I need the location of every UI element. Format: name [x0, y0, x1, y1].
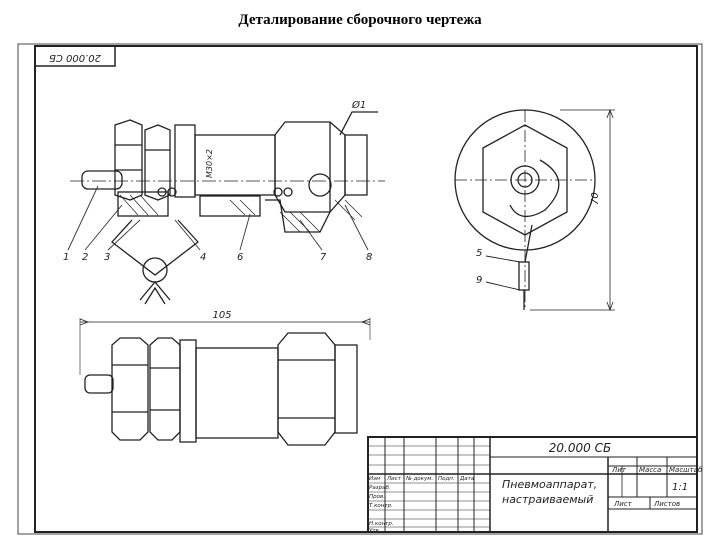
part-number-1: 1: [63, 252, 69, 263]
sheets-label: Листов: [653, 500, 680, 508]
side-view: [454, 108, 615, 312]
dimension-length: 105: [212, 310, 231, 321]
row-nkontr: Н.контр.: [369, 521, 394, 527]
title-block-code: 20.000 СБ: [549, 441, 611, 455]
rotated-stamp-code: 20.000 СБ: [49, 52, 101, 63]
rotated-stamp-box: [34, 45, 116, 67]
part-number-9: 9: [476, 275, 482, 286]
row-sign: Подп.: [438, 476, 455, 482]
part-number-7: 7: [320, 252, 327, 263]
row-razrab: Разраб.: [369, 485, 391, 491]
part-number-2: 2: [82, 252, 88, 263]
row-doc: № докум.: [405, 476, 433, 482]
title-block-name-1: Пневмоаппарат,: [502, 478, 597, 491]
row-tkontr: Т.контр.: [369, 503, 393, 509]
part-number-8: 8: [366, 252, 372, 263]
col-lit: Лит: [611, 466, 627, 474]
sheet-label: Лист: [613, 500, 633, 508]
diameter-label: Ø1: [351, 99, 366, 111]
row-prov: Пров.: [369, 494, 385, 500]
col-mass: Масса: [639, 466, 661, 474]
sheet-outer-frame: [17, 43, 703, 535]
sheet-inner-frame: [34, 45, 698, 533]
dimension-height: 70: [590, 192, 601, 205]
row-utv: Утв.: [369, 528, 381, 534]
row-date: Дата: [459, 476, 475, 482]
title-block: [367, 436, 698, 533]
part-number-4: 4: [200, 252, 206, 263]
row-list: Лист: [386, 476, 402, 482]
title-block-name-2: настраиваемый: [502, 493, 593, 506]
row-izm: Изм: [369, 476, 380, 482]
col-scale: Масштаб: [669, 466, 703, 474]
top-view: [79, 318, 371, 446]
slide-title: Деталирование сборочного чертежа: [238, 12, 482, 28]
part-number-6: 6: [237, 252, 243, 263]
part-number-5: 5: [476, 248, 482, 259]
thread-label: М30×2: [205, 149, 214, 178]
section-view: [70, 111, 385, 305]
part-number-3: 3: [104, 252, 110, 263]
scale-value: 1:1: [672, 482, 688, 493]
part-leaders: [67, 185, 369, 251]
